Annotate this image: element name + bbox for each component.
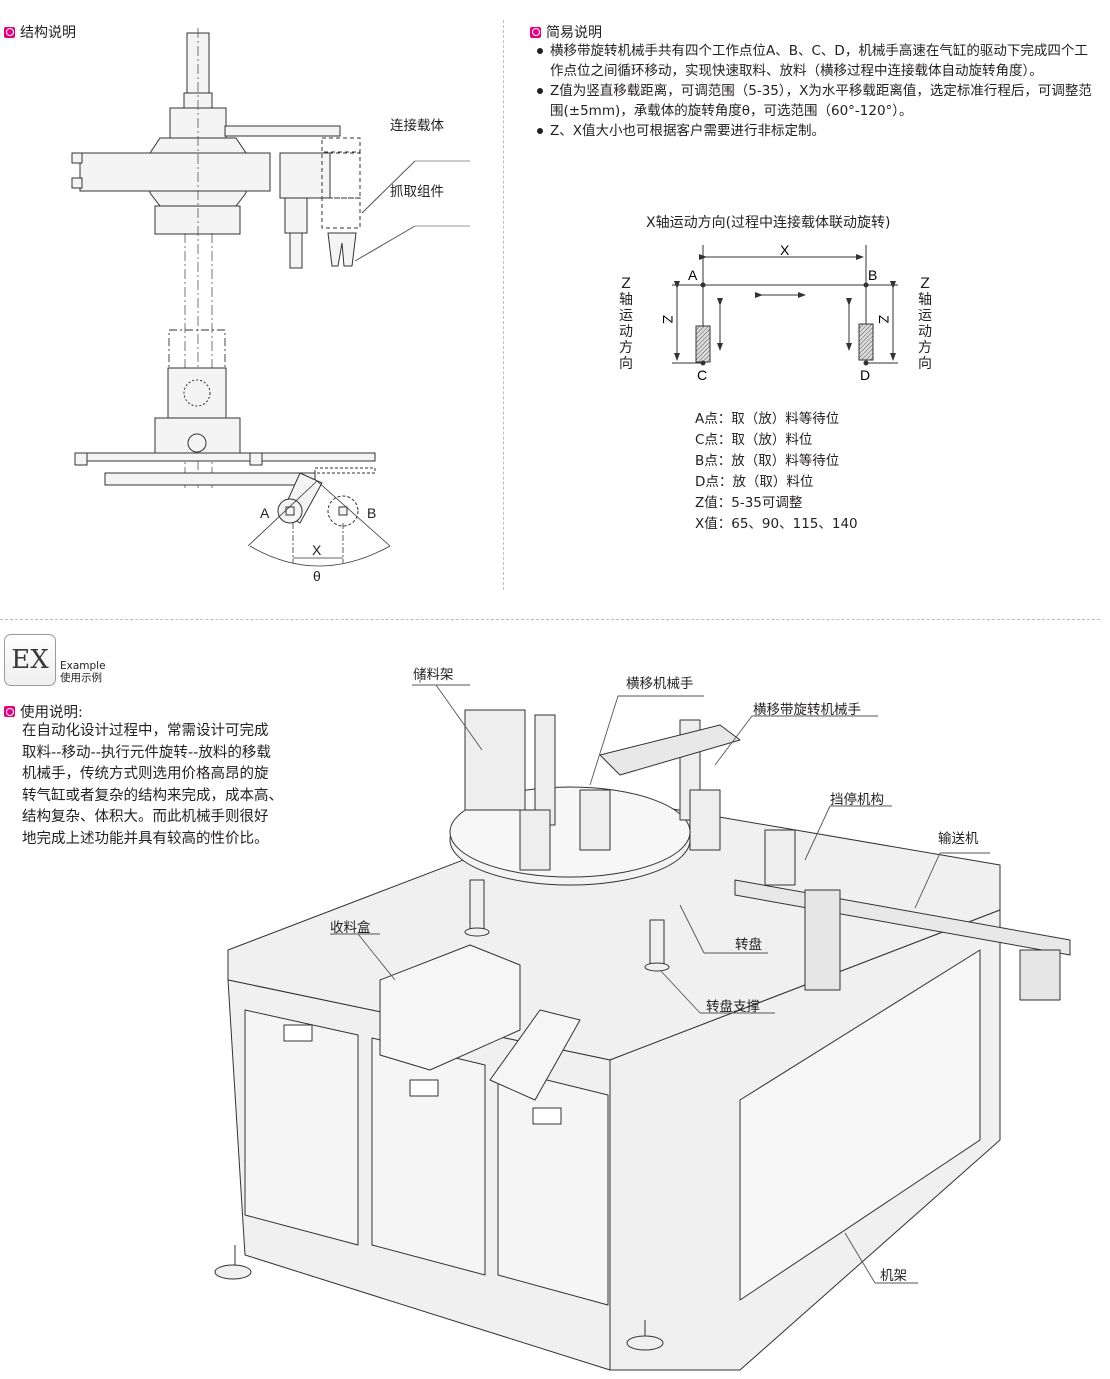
point-d: D xyxy=(860,367,870,383)
summary-bullets: 横移带旋转机械手共有四个工作点位A、B、C、D，机械手高速在气缸的驱动下完成四个… xyxy=(534,41,1094,141)
callout-conveyor: 输送机 xyxy=(938,831,979,847)
point-b-label: B xyxy=(367,505,376,521)
legend-line: B点：放（取）料等待位 xyxy=(695,453,840,469)
usage-line: 结构复杂、体积大。而此机械手则很好 xyxy=(22,809,269,825)
legend-line: X值：65、90、115、140 xyxy=(695,516,858,532)
legend-line: D点：放（取）料位 xyxy=(695,474,814,490)
usage-line: 机械手，传统方式则选用价格高昂的旋 xyxy=(22,766,269,782)
callout-turntable: 转盘 xyxy=(735,937,762,953)
legend-line: C点：取（放）料位 xyxy=(695,432,813,448)
usage-heading: 使用说明: xyxy=(4,701,83,722)
callout-collection-box: 收料盒 xyxy=(330,920,371,936)
horizontal-divider xyxy=(0,619,1100,620)
x-dim-label: X xyxy=(312,542,322,558)
callout-storage-rack: 储料架 xyxy=(413,667,454,683)
theta-label: θ xyxy=(313,568,321,584)
usage-line: 转气缸或者复杂的结构来完成，成本高、 xyxy=(22,787,283,804)
structure-drawing: A B X θ xyxy=(71,28,470,584)
motion-diagram: X A B C D Z Z xyxy=(660,242,898,383)
section-marker-icon xyxy=(4,706,15,717)
summary-bullet: Z值为竖直移载距离，可调范围（5-35），X为水平移载距离值，选定标准行程后，可… xyxy=(534,81,1094,121)
callout-gripper: 抓取组件 xyxy=(390,184,444,200)
z-label-left: Z xyxy=(660,315,676,324)
legend-line: A点：取（放）料等待位 xyxy=(695,411,840,427)
stopper xyxy=(764,829,796,886)
motion-legend: A点：取（放）料等待位 C点：取（放）料位 B点：放（取）料等待位 D点：放（取… xyxy=(695,409,858,535)
point-b: B xyxy=(868,267,877,283)
callout-turntable-support: 转盘支撑 xyxy=(706,999,760,1015)
usage-line: 地完成上述功能并具有较高的性价比。 xyxy=(22,830,269,847)
storage-rack xyxy=(464,709,526,811)
x-label: X xyxy=(780,242,790,258)
summary-heading: 简易说明 xyxy=(530,22,602,42)
collection-box xyxy=(379,944,521,1071)
vertical-divider xyxy=(503,20,504,590)
legend-line: Z值：5-35可调整 xyxy=(695,495,803,511)
example-logo: EX Example 使用示例 xyxy=(4,634,106,686)
machine-drawing xyxy=(214,680,1071,1371)
section-marker-icon xyxy=(530,26,541,38)
summary-bullet: 横移带旋转机械手共有四个工作点位A、B、C、D，机械手高速在气缸的驱动下完成四个… xyxy=(534,41,1094,81)
logo-cn: 使用示例 xyxy=(60,672,102,684)
callout-stopper: 挡停机构 xyxy=(830,792,884,808)
section-marker-icon xyxy=(4,26,15,38)
point-c: C xyxy=(697,367,707,383)
point-a: A xyxy=(688,267,698,283)
motion-diagram-title: X轴运动方向(过程中连接载体联动旋转) xyxy=(646,215,891,231)
point-a-label: A xyxy=(260,505,270,521)
carrier-block-left xyxy=(695,325,711,363)
z-label-right: Z xyxy=(876,315,892,324)
callout-frame: 机架 xyxy=(880,1268,907,1284)
structure-heading: 结构说明 xyxy=(4,22,76,42)
usage-line: 在自动化设计过程中，常需设计可完成 xyxy=(22,723,269,739)
summary-heading-text: 简易说明 xyxy=(546,25,602,41)
callout-carrier: 连接载体 xyxy=(390,118,444,134)
usage-heading-text: 使用说明: xyxy=(20,705,83,721)
usage-line: 取料--移动--执行元件旋转--放料的移载 xyxy=(22,744,271,761)
callout-traverse-manipulator: 横移机械手 xyxy=(626,676,694,692)
carrier-block-right xyxy=(858,323,874,361)
ex-logo-icon: EX xyxy=(4,634,56,686)
usage-text: 在自动化设计过程中，常需设计可完成 取料--移动--执行元件旋转--放料的移载 … xyxy=(22,721,283,850)
logo-en: Example xyxy=(60,660,106,672)
callout-rotary-traverse-manipulator: 横移带旋转机械手 xyxy=(753,702,861,718)
horizontal-cylinder xyxy=(79,152,271,192)
structure-heading-text: 结构说明 xyxy=(20,25,76,41)
summary-bullet: Z、X值大小也可根据客户需要进行非标定制。 xyxy=(534,121,1094,141)
